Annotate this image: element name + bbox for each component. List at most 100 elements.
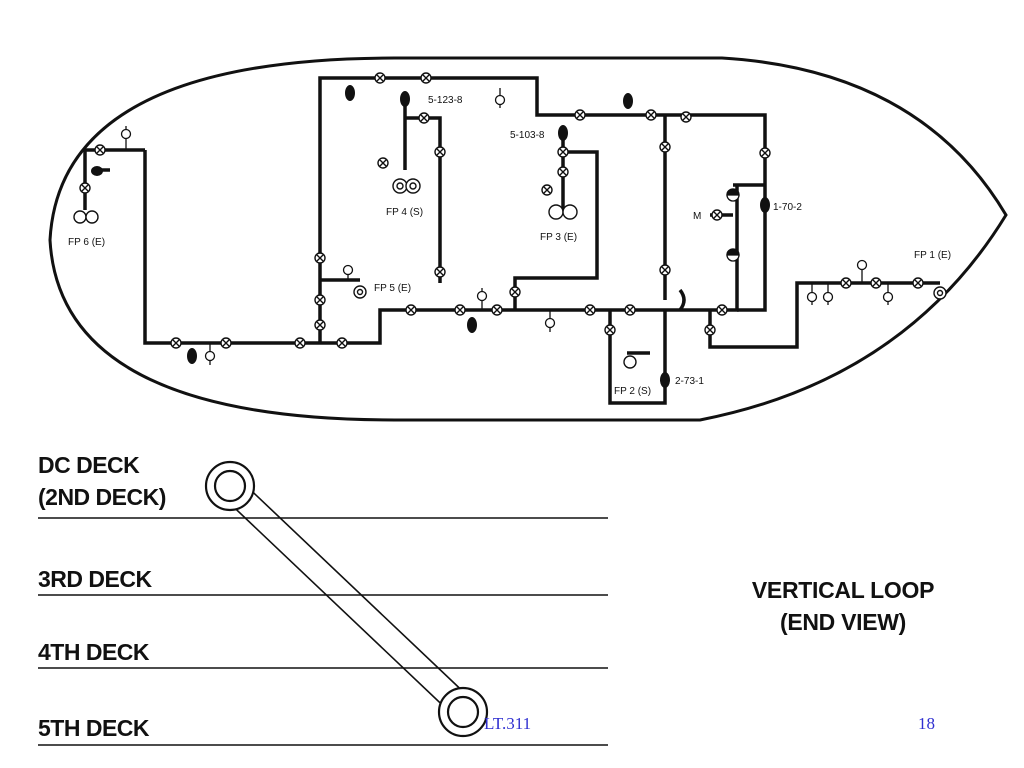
drop-valve xyxy=(822,283,834,305)
motor-valves xyxy=(91,85,770,388)
check-valve xyxy=(726,188,740,202)
valve xyxy=(912,277,924,289)
deck-label-dc-sub: (2ND DECK) xyxy=(38,484,166,510)
valve xyxy=(454,304,466,316)
valve xyxy=(374,72,386,84)
stbd-main xyxy=(318,76,767,343)
valve xyxy=(377,157,389,169)
valve xyxy=(434,146,446,158)
valve xyxy=(220,337,232,349)
valve xyxy=(314,294,326,306)
valve xyxy=(314,252,326,264)
drop-valve xyxy=(204,343,216,365)
main-loop-right xyxy=(680,185,739,312)
drop-valve xyxy=(806,283,818,305)
loop-pipe-edge xyxy=(237,477,473,701)
fp4-branch xyxy=(403,100,442,283)
valve xyxy=(509,286,521,298)
label-fp3: FP 3 (E) xyxy=(540,232,577,243)
drop-valves xyxy=(120,88,894,365)
valve xyxy=(170,337,182,349)
valve xyxy=(541,184,553,196)
valves xyxy=(79,72,924,349)
valve xyxy=(604,324,616,336)
valve xyxy=(645,109,657,121)
fireplug-icon xyxy=(73,210,99,224)
label-fp5: FP 5 (E) xyxy=(374,283,411,294)
motor-valve xyxy=(558,125,568,141)
label-valve-5-103-8: 5-103-8 xyxy=(510,130,545,141)
caption-title: VERTICAL LOOP xyxy=(751,577,935,603)
valve xyxy=(716,304,728,316)
main-loop-upper xyxy=(143,150,680,345)
valve xyxy=(759,147,771,159)
label-valve-2-73-1: 2-73-1 xyxy=(675,376,704,387)
fp2-branch xyxy=(608,310,667,405)
deck-label-3rd: 3RD DECK xyxy=(38,566,152,592)
valve xyxy=(294,337,306,349)
valve xyxy=(659,264,671,276)
valve xyxy=(584,304,596,316)
valve xyxy=(405,304,417,316)
valve xyxy=(434,266,446,278)
valve xyxy=(557,146,569,158)
valve xyxy=(680,111,692,123)
valve xyxy=(711,209,723,221)
motor-valve xyxy=(345,85,355,101)
valve xyxy=(491,304,503,316)
vertical-loop xyxy=(204,460,489,738)
valve xyxy=(557,166,569,178)
drop-valve xyxy=(494,88,506,108)
drop-valve xyxy=(856,259,868,283)
deck-lines xyxy=(38,517,608,746)
drop-valve xyxy=(476,288,488,310)
motor-valve xyxy=(400,91,410,107)
fireplug-icon xyxy=(392,178,421,194)
label-fp6: FP 6 (E) xyxy=(68,237,105,248)
motor-valve xyxy=(660,372,670,388)
check-valve xyxy=(726,248,740,262)
motor-valve xyxy=(467,317,477,333)
valve xyxy=(840,277,852,289)
motor-valve xyxy=(187,348,197,364)
drop-valve xyxy=(342,264,354,280)
valve xyxy=(870,277,882,289)
loop-upper-ring xyxy=(204,460,256,512)
fireplug-icon xyxy=(933,286,947,300)
valve xyxy=(336,337,348,349)
motor-valve xyxy=(623,93,633,109)
check-valves xyxy=(726,188,740,262)
valve xyxy=(574,109,586,121)
loop-pipe-edge xyxy=(220,494,456,718)
valve xyxy=(418,112,430,124)
valve xyxy=(704,324,716,336)
fp3-branch xyxy=(513,133,599,310)
hull-outline xyxy=(48,56,1008,422)
label-fp2: FP 2 (S) xyxy=(614,386,651,397)
fireplug-icon xyxy=(623,355,637,369)
valve xyxy=(420,72,432,84)
label-fp4: FP 4 (S) xyxy=(386,207,423,218)
deck-label-5th: 5TH DECK xyxy=(38,715,150,741)
label-valve-1-70-2: 1-70-2 xyxy=(773,202,802,213)
drop-valve xyxy=(120,126,132,150)
fireplug-icon xyxy=(353,285,367,299)
motor-valve xyxy=(760,197,770,213)
label-valve-5-123-8: 5-123-8 xyxy=(428,95,463,106)
valve xyxy=(94,144,106,156)
caption-subtitle: (END VIEW) xyxy=(779,609,907,635)
deck-label-dc: DC DECK xyxy=(38,452,140,478)
label-fp1: FP 1 (E) xyxy=(914,250,951,261)
main-loop-lower-bypass xyxy=(678,288,686,312)
fireplug-outlets xyxy=(73,178,947,369)
aft-stbd-line xyxy=(708,281,940,349)
valve xyxy=(659,141,671,153)
valve xyxy=(314,319,326,331)
valve xyxy=(624,304,636,316)
fp6-branch xyxy=(83,148,145,210)
motor-valve xyxy=(91,166,103,176)
page-number: 18 xyxy=(918,714,935,733)
fireplug-icon xyxy=(548,204,578,220)
